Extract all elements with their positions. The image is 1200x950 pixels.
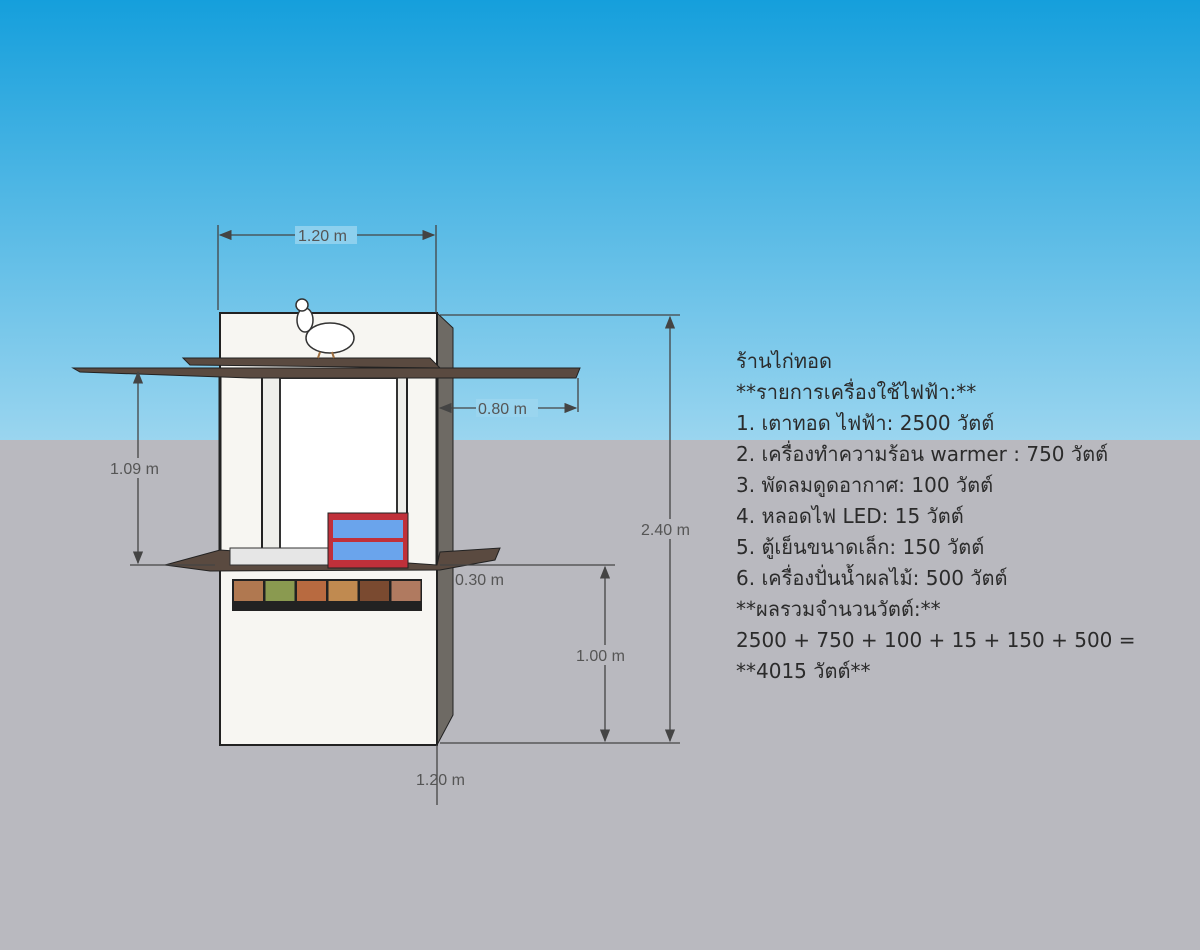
dim-counter-depth: 0.30 m bbox=[455, 572, 504, 589]
menu-photos bbox=[232, 579, 422, 611]
sky bbox=[0, 0, 1200, 440]
chicken-figure bbox=[295, 298, 355, 359]
dim-window-height: 1.09 m bbox=[110, 461, 159, 478]
menu-photo bbox=[297, 581, 326, 601]
kiosk bbox=[71, 298, 581, 746]
shop-title: ร้านไก่ทอด bbox=[736, 349, 832, 373]
dim-total-height: 2.40 m bbox=[641, 522, 690, 539]
dim-top-width: 1.20 m bbox=[298, 228, 347, 245]
appliance-item: 1. เตาทอด ไฟฟ้า: 2500 วัตต์ bbox=[736, 411, 995, 435]
food-warmer bbox=[327, 512, 409, 569]
menu-photo bbox=[391, 581, 421, 601]
appliance-item: 3. พัดลมดูดอากาศ: 100 วัตต์ bbox=[736, 473, 994, 497]
appliance-item: 4. หลอดไฟ LED: 15 วัตต์ bbox=[736, 504, 964, 528]
roof-top bbox=[181, 357, 442, 369]
dim-bottom-depth: 1.20 m bbox=[416, 772, 465, 789]
fryer bbox=[229, 547, 329, 566]
menu-photo bbox=[265, 581, 295, 601]
canopy bbox=[71, 367, 581, 379]
appliance-item: 6. เครื่องปั่นน้ำผลไม้: 500 วัตต์ bbox=[736, 566, 1008, 590]
dimension-labels: 1.20 m 2.40 m 0.80 m 1.09 m 0.30 m 1.00 … bbox=[108, 226, 702, 789]
menu-photo bbox=[328, 581, 358, 601]
list-heading: **รายการเครื่องใช้ไฟฟ้า:** bbox=[736, 380, 977, 404]
menu-photo bbox=[360, 581, 389, 601]
dim-counter-height: 1.00 m bbox=[576, 648, 625, 665]
dim-canopy-depth: 0.80 m bbox=[478, 401, 527, 418]
appliance-item: 5. ตู้เย็นขนาดเล็ก: 150 วัตต์ bbox=[736, 535, 985, 559]
total-watts: **4015 วัตต์** bbox=[736, 659, 871, 683]
appliance-item: 2. เครื่องทำความร้อน warmer : 750 วัตต์ bbox=[736, 442, 1109, 466]
total-equation: 2500 + 750 + 100 + 15 + 150 + 500 = bbox=[736, 628, 1136, 652]
menu-photo bbox=[234, 581, 263, 601]
appliance-info: ร้านไก่ทอด **รายการเครื่องใช้ไฟฟ้า:** 1.… bbox=[736, 346, 1136, 687]
total-heading: **ผลรวมจำนวนวัตต์:** bbox=[736, 597, 941, 621]
